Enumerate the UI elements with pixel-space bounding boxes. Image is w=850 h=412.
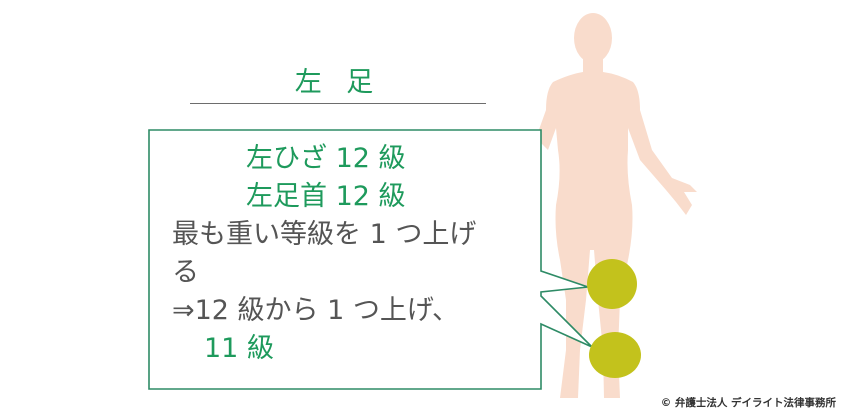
page-title: 左 足: [294, 67, 382, 98]
callout-border: [148, 129, 593, 390]
result-grade: 11 級: [204, 333, 274, 364]
rule-text: 最も重い等級を 1 つ上げ: [172, 219, 477, 250]
ankle-marker-icon: [589, 332, 641, 378]
human-silhouette-icon: [536, 13, 697, 398]
rule-text-continued: る: [172, 257, 199, 288]
result-explanation: ⇒12 級から 1 つ上げ、: [172, 295, 460, 326]
callout-text: 左ひざ 12 級 左足首 12 級 最も重い等級を 1 つ上げ る ⇒12 級か…: [172, 140, 542, 368]
knee-marker-icon: [587, 259, 637, 309]
left-knee-grade: 左ひざ 12 級: [246, 143, 406, 174]
copyright-notice: © 弁護士法人 デイライト法律事務所: [660, 397, 836, 409]
left-ankle-grade: 左足首 12 級: [246, 181, 406, 212]
title-divider: [190, 103, 486, 104]
